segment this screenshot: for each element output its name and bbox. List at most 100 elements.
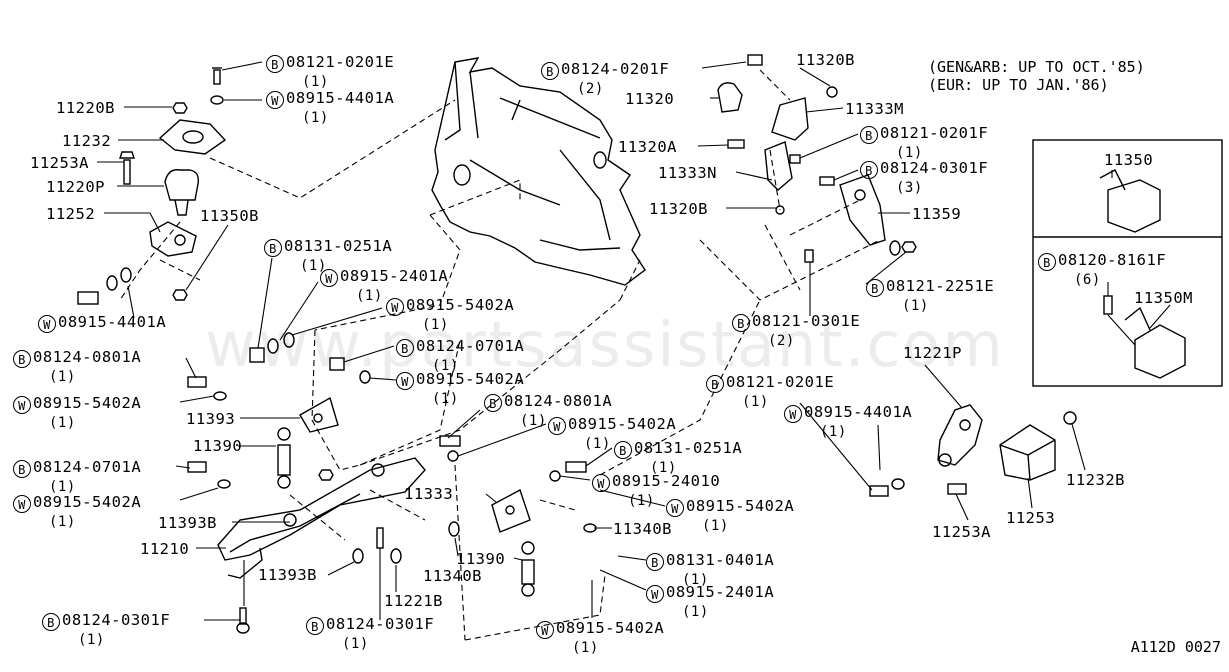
part-label: 11333N: [658, 164, 717, 182]
part-label: 11340B: [423, 567, 482, 585]
part-label: 11359: [912, 205, 962, 223]
washer-symbol: W: [320, 269, 338, 287]
part-label: 11320: [625, 90, 675, 108]
washer-symbol: W: [396, 372, 414, 390]
washer-symbol: W: [13, 396, 31, 414]
engine-block: [431, 57, 646, 286]
part-label: 11253: [1006, 509, 1056, 527]
crossmember-11210: [217, 457, 426, 561]
part-label: 11393: [186, 410, 236, 428]
insulator-11253: [999, 424, 1056, 481]
washer-symbol: W: [386, 298, 404, 316]
bolt-symbol: B: [860, 161, 878, 179]
bracket-11393: [299, 396, 339, 433]
part-label: 11253A: [932, 523, 991, 541]
part-label: 11333: [404, 485, 454, 503]
bolt-symbol: B: [1038, 253, 1056, 271]
washer-symbol: W: [666, 499, 684, 517]
bolt-symbol: B: [264, 239, 282, 257]
part-label: 11393B: [258, 566, 317, 584]
part-label: 11320B: [796, 51, 855, 69]
bracket-11333N: [764, 141, 793, 191]
bracket-11333M: [771, 97, 809, 141]
bolt-symbol: B: [541, 62, 559, 80]
damper-11390: [277, 444, 291, 476]
part-label: 11210: [140, 540, 190, 558]
part-label: 11221B: [384, 592, 443, 610]
washer-symbol: W: [38, 315, 56, 333]
bracket-11333: [491, 488, 531, 533]
part-label: 11220P: [46, 178, 105, 196]
washer-symbol: W: [13, 495, 31, 513]
part-label: 11350M: [1134, 289, 1193, 307]
washer-symbol: W: [548, 417, 566, 435]
washer-symbol: W: [266, 91, 284, 109]
bolt-symbol: B: [732, 314, 750, 332]
bolt-symbol: B: [706, 375, 724, 393]
sensor-11350M: [1134, 324, 1186, 379]
bolt-symbol: B: [860, 126, 878, 144]
part-label: 11390: [193, 437, 243, 455]
bolt-symbol: B: [866, 279, 884, 297]
insulator-11220P: [164, 169, 200, 201]
part-label: 11252: [46, 205, 96, 223]
bolt-symbol: B: [396, 339, 414, 357]
washer-symbol: W: [536, 621, 554, 639]
part-label: 11340B: [613, 520, 672, 538]
part-label: 11320B: [649, 200, 708, 218]
mount-bracket-11232: [158, 119, 227, 155]
part-label: 11333M: [845, 100, 904, 118]
insulator-11320: [717, 82, 743, 113]
part-label: 11393B: [158, 514, 217, 532]
washer-symbol: W: [592, 474, 610, 492]
part-label: 11350B: [200, 207, 259, 225]
washer-symbol: W: [646, 585, 664, 603]
inset-frame: [1032, 139, 1223, 387]
diagram-code: A112D 0027: [1130, 638, 1221, 656]
sensor-11350: [1107, 179, 1161, 233]
bolt-symbol: B: [646, 553, 664, 571]
part-label: 11221P: [903, 344, 962, 362]
note-line-2: (EUR: UP TO JAN.'86): [928, 76, 1109, 94]
part-label: 11220B: [56, 99, 115, 117]
bolt-symbol: B: [614, 441, 632, 459]
bracket-11221P: [937, 404, 983, 466]
part-label: 11350: [1104, 151, 1154, 169]
part-label: 11232B: [1066, 471, 1125, 489]
bolt-symbol: B: [266, 55, 284, 73]
bolt-symbol: B: [306, 617, 324, 635]
bracket-11252: [149, 221, 197, 257]
note-line-1: (GEN&ARB: UP TO OCT.'85): [928, 58, 1145, 76]
bolt-symbol: B: [13, 460, 31, 478]
